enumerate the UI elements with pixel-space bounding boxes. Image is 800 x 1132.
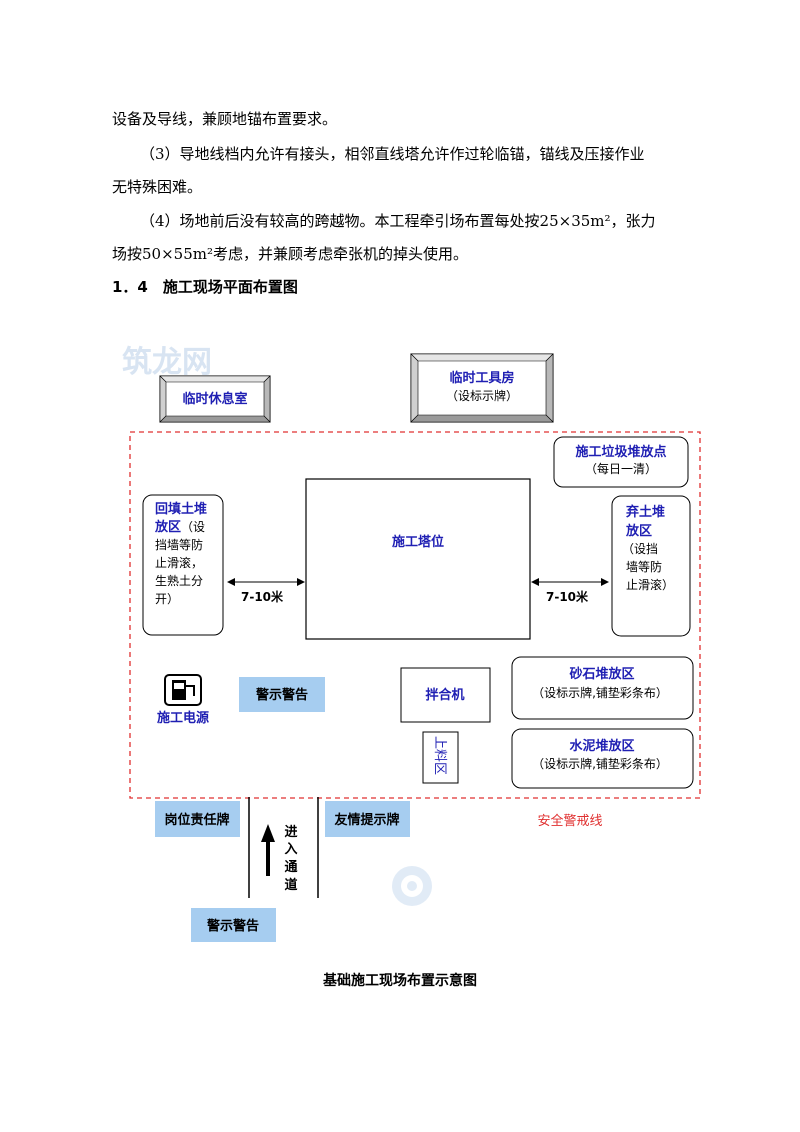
distance-left-label: 7-10米 <box>241 589 284 604</box>
tower-label: 施工塔位 <box>392 534 444 550</box>
spoil-title: 弃土堆 <box>626 504 665 520</box>
entry-label: 道 <box>284 877 297 893</box>
safety-line-label: 安全警戒线 <box>537 813 602 829</box>
post-sign <box>155 801 240 837</box>
mixer-label: 拌合机 <box>425 687 464 703</box>
backfill-note: 止滑滚， <box>155 555 203 570</box>
rest-room-box: 临时休息室 <box>159 375 271 423</box>
entry-label: 通 <box>284 859 297 875</box>
entry-label: 入 <box>284 842 297 857</box>
backfill-note: 挡墙等防 <box>155 537 203 552</box>
paragraph-line: 设备及导线，兼顾地锚布置要求。 <box>112 110 338 128</box>
garbage-title: 施工垃圾堆放点 <box>575 444 666 460</box>
mixer-box <box>400 667 491 723</box>
rest-room-label: 临时休息室 <box>182 391 247 407</box>
gravel-note: （设标示牌,铺垫彩条布） <box>532 685 668 700</box>
power-socket-icon <box>164 674 202 706</box>
entry-arrow-icon <box>261 824 275 842</box>
paragraph-line: 无特殊困难。 <box>112 178 203 196</box>
diagram-caption: 基础施工现场布置示意图 <box>323 973 477 989</box>
spoil-title: 放区 <box>625 523 652 539</box>
gravel-box <box>511 656 694 720</box>
soil-area-box <box>422 731 459 784</box>
backfill-note: 生熟土分 <box>155 573 203 588</box>
tool-room-box: 临时工具房 （设标示牌） <box>410 353 554 423</box>
power-label: 施工电源 <box>157 710 209 726</box>
backfill-title-2: 放区 <box>154 519 181 535</box>
backfill-note: 开） <box>155 592 179 606</box>
warning-sign-1-label: 警示警告 <box>256 687 308 703</box>
cement-note: （设标示牌,铺垫彩条布） <box>532 756 668 771</box>
distance-right-label: 7-10米 <box>546 589 589 604</box>
spoil-note: 止滑滚） <box>626 577 674 592</box>
backfill-title: 回填土堆 <box>155 501 207 517</box>
warning-sign-1 <box>239 677 325 712</box>
paragraph-line: （3）导地线档内允许有接头，相邻直线塔允许作过轮临锚，锚线及压接作业 <box>140 145 645 163</box>
section-heading: 1．4 施工现场平面布置图 <box>112 278 298 296</box>
soil-area-label: 上料区 <box>432 736 447 775</box>
watermark-text: 筑龙网 <box>122 345 212 380</box>
tower-box <box>305 478 531 640</box>
friendly-sign <box>325 801 410 837</box>
warning-sign-2 <box>191 908 276 942</box>
cement-box <box>511 728 694 789</box>
garbage-box <box>553 436 689 488</box>
friendly-sign-label: 友情提示牌 <box>334 812 399 828</box>
garbage-note: （每日一清） <box>585 461 657 476</box>
spoil-note: （设挡 <box>622 542 658 556</box>
cement-title: 水泥堆放区 <box>569 738 634 754</box>
backfill-note-1: （设 <box>181 520 205 534</box>
spoil-note: 墙等防 <box>626 559 662 574</box>
backfill-box <box>142 494 224 636</box>
entry-label: 进 <box>284 825 297 840</box>
snowflake-watermark-icon <box>392 866 432 906</box>
tool-room-note: （设标示牌） <box>446 389 518 403</box>
spoil-box <box>611 495 691 637</box>
gravel-title: 砂石堆放区 <box>568 666 634 682</box>
post-sign-label: 岗位责任牌 <box>164 812 229 828</box>
warning-sign-2-label: 警示警告 <box>207 918 259 934</box>
paragraph-line: （4）场地前后没有较高的跨越物。本工程牵引场布置每处按25×35m²，张力 <box>140 212 656 230</box>
backfill-title-line: 放区（设 <box>154 519 205 535</box>
tool-room-label: 临时工具房 <box>449 370 514 386</box>
paragraph-line: 场按50×55m²考虑，并兼顾考虑牵张机的掉头使用。 <box>112 245 468 263</box>
